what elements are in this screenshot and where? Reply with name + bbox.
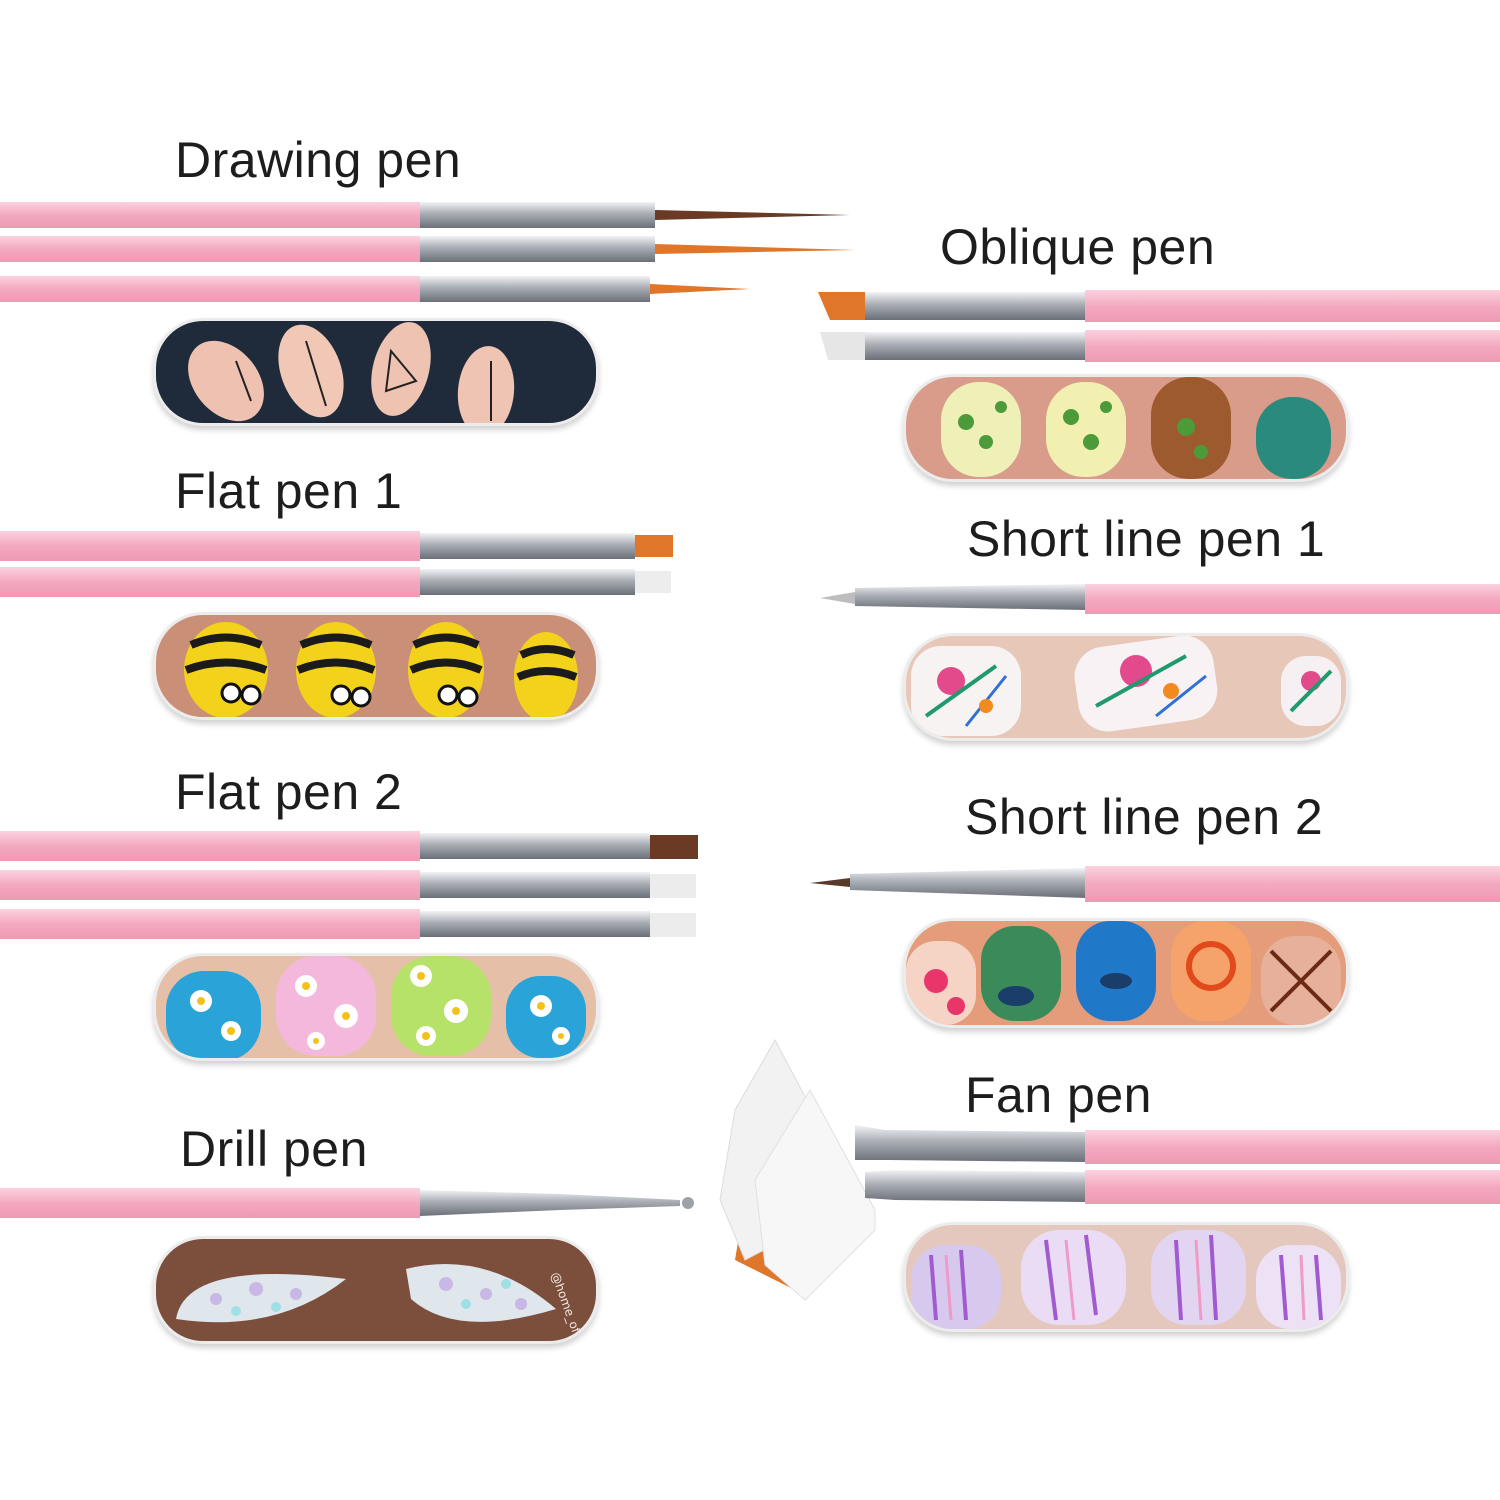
oblique-pen-label: Oblique pen — [940, 219, 1216, 275]
fan-pen-brushes — [719, 1038, 1500, 1301]
brush-handle — [0, 202, 850, 228]
flat-pen-2-label: Flat pen 2 — [175, 764, 403, 820]
drill-pen-brushes — [0, 1188, 694, 1218]
oblique-pen-brushes — [818, 290, 1500, 362]
short-line-pen-2-brushes — [810, 866, 1500, 902]
short-line-pen-2-nail-photo — [903, 918, 1349, 1028]
short-line-pen-1-brushes — [820, 584, 1500, 614]
fan-pen-nail-photo — [903, 1222, 1349, 1332]
fan-pen-label: Fan pen — [965, 1067, 1152, 1123]
drawing-pen-brushes — [0, 202, 855, 302]
flat-pen-2-brushes — [0, 831, 698, 939]
short-line-pen-2-label: Short line pen 2 — [965, 789, 1324, 845]
flat-pen-1-brushes — [0, 531, 673, 597]
drill-pen-label: Drill pen — [180, 1121, 368, 1177]
drawing-pen-nail-photo — [153, 318, 599, 426]
photo-watermark: @home_of — [548, 1270, 583, 1335]
drawing-pen-label: Drawing pen — [175, 132, 462, 188]
short-line-pen-1-label: Short line pen 1 — [967, 511, 1326, 567]
drill-pen-nail-photo: @home_of — [153, 1236, 599, 1344]
flat-pen-2-nail-photo — [153, 953, 599, 1061]
short-line-pen-1-nail-photo — [903, 633, 1349, 741]
oblique-pen-nail-photo — [903, 374, 1349, 482]
flat-pen-1-label: Flat pen 1 — [175, 463, 403, 519]
flat-pen-1-nail-photo — [153, 612, 599, 720]
